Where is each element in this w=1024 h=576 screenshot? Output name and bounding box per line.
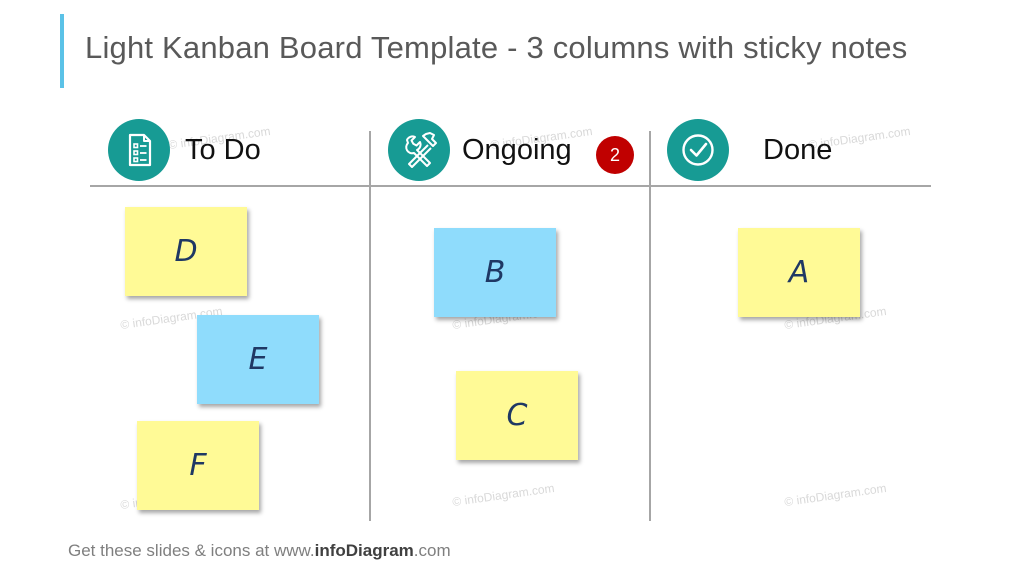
sticky-note[interactable]: B <box>434 228 556 317</box>
column-divider <box>649 131 651 521</box>
count-badge: 2 <box>596 136 634 174</box>
sticky-note[interactable]: A <box>738 228 860 317</box>
wrench-hammer-tools-icon <box>388 119 450 181</box>
footer-prefix: Get these slides & icons at www. <box>68 541 315 560</box>
column-title-ongoing: Ongoing <box>462 134 572 166</box>
sticky-note[interactable]: D <box>125 207 247 296</box>
footer-brand: infoDiagram <box>314 541 414 560</box>
column-title-done: Done <box>763 134 833 166</box>
footer-credit: Get these slides & icons at www.infoDiag… <box>68 541 451 561</box>
sticky-note[interactable]: E <box>197 315 319 404</box>
check-circle-icon <box>667 119 729 181</box>
footer-suffix: .com <box>413 541 451 560</box>
watermark: © infoDiagram.com <box>783 480 888 510</box>
column-divider <box>369 131 371 521</box>
checklist-document-icon <box>108 119 170 181</box>
column-title-todo: To Do <box>185 134 261 166</box>
board-header-divider <box>90 185 931 187</box>
page-title: Light Kanban Board Template - 3 columns … <box>85 30 908 65</box>
sticky-note[interactable]: C <box>456 371 578 460</box>
title-accent-bar <box>60 14 64 88</box>
sticky-note[interactable]: F <box>137 421 259 510</box>
watermark: © infoDiagram.com <box>451 480 556 510</box>
